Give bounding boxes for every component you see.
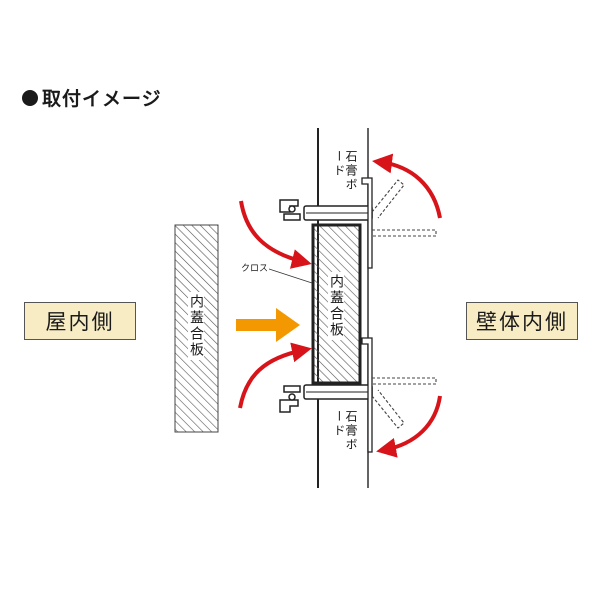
- bullet-dot-icon: [22, 89, 38, 106]
- gypsum-board-bottom-text: 石膏ボード: [332, 410, 358, 452]
- rotate-arrow-bottom-left-icon: [238, 342, 312, 409]
- gypsum-board-top-label: 石膏ボード: [332, 150, 358, 198]
- rotate-arrow-top-left-icon: [239, 200, 312, 269]
- rotate-arrow-top-right-icon: [372, 153, 442, 219]
- loose-panel-label: 内蓋合板: [188, 292, 204, 360]
- frame-bottom: [279, 384, 373, 413]
- frame-top: [279, 199, 373, 221]
- gypsum-board-top-text: 石膏ボード: [332, 150, 358, 192]
- page-title-text: 取付イメージ: [42, 88, 162, 110]
- clip-bottom: [361, 337, 373, 453]
- page-title: 取付イメージ: [22, 84, 162, 111]
- indoor-side-label: 屋内側: [24, 302, 136, 340]
- gypsum-board-bottom-label: 石膏ボード: [332, 410, 358, 458]
- rotate-arrow-bottom-right-icon: [376, 395, 442, 458]
- indoor-side-text: 屋内側: [45, 310, 115, 334]
- cloth-label: クロス: [240, 261, 270, 274]
- wall-side-label: 壁体内側: [466, 302, 578, 340]
- clip-bottom-dashed: [371, 377, 437, 429]
- insert-arrow-icon: [236, 308, 300, 342]
- installed-panel-label: 内蓋合板: [328, 272, 344, 340]
- wall-side-text: 壁体内側: [476, 310, 568, 334]
- cloth-leader: [265, 267, 313, 284]
- clip-top: [361, 177, 373, 269]
- clip-top-dashed: [371, 179, 437, 237]
